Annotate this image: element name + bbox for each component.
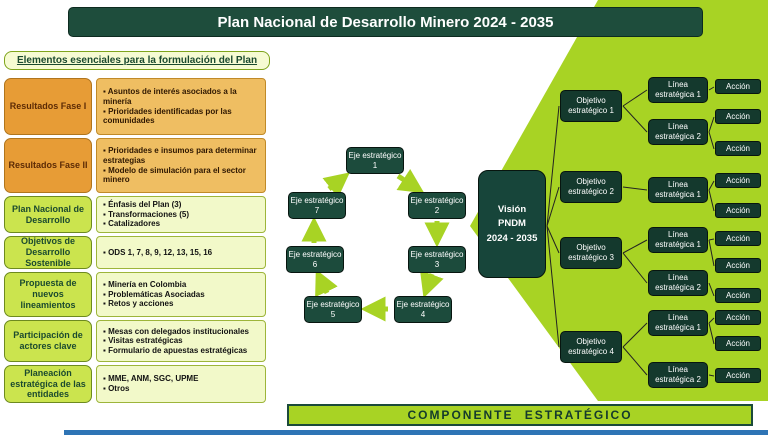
eje-estrategico-6: Eje estratégico 6 <box>286 246 344 273</box>
bullet-item: Retos y acciones <box>103 299 261 309</box>
vision-line-2: PNDM <box>498 218 526 230</box>
accion-box: Acción <box>715 109 761 124</box>
linea-estrategica-1-obj-3: Línea estratégica 1 <box>648 227 708 253</box>
label-propuesta-lineamientos: Propuesta de nuevos lineamientos <box>4 272 92 317</box>
accion-box: Acción <box>715 310 761 325</box>
objetivo-estrategico-1: Objetivo estratégico 1 <box>560 90 622 122</box>
label-resultados-fase-i: Resultados Fase I <box>4 78 92 135</box>
label-resultados-fase-ii: Resultados Fase II <box>4 138 92 193</box>
left-panel-heading: Elementos esenciales para la formulación… <box>4 51 270 70</box>
eje-estrategico-5: Eje estratégico 5 <box>304 296 362 323</box>
bullet-item: MME, ANM, SGC, UPME <box>103 374 261 384</box>
componente-estrategico-banner: COMPONENTE ESTRATÉGICO <box>287 404 753 426</box>
accion-box: Acción <box>715 368 761 383</box>
accion-box: Acción <box>715 336 761 351</box>
content-plan-nacional-desarrollo: Énfasis del Plan (3) Transformaciones (5… <box>96 196 266 233</box>
bullet-item: Prioridades e insumos para determinar es… <box>103 146 261 165</box>
eje-estrategico-4: Eje estratégico 4 <box>394 296 452 323</box>
linea-estrategica-1-obj-1: Línea estratégica 1 <box>648 77 708 103</box>
content-planeacion-entidades: MME, ANM, SGC, UPME Otros <box>96 365 266 403</box>
label-objetivos-desarrollo-sostenible: Objetivos de Desarrollo Sostenible <box>4 236 92 269</box>
bullet-item: Formulario de apuestas estratégicas <box>103 346 261 356</box>
cycle-arrows <box>301 168 450 322</box>
bullet-item: Asuntos de interés asociados a la minerí… <box>103 87 261 106</box>
accion-box: Acción <box>715 173 761 188</box>
arrow-eje1-eje2 <box>396 168 425 194</box>
content-resultados-fase-i: Asuntos de interés asociados a la minerí… <box>96 78 266 135</box>
accion-box: Acción <box>715 231 761 246</box>
objetivo-estrategico-2: Objetivo estratégico 2 <box>560 171 622 203</box>
accion-box: Acción <box>715 79 761 94</box>
bullet-item: Minería en Colombia <box>103 280 261 290</box>
objetivo-estrategico-4: Objetivo estratégico 4 <box>560 331 622 363</box>
bullet-item: Transformaciones (5) <box>103 210 261 220</box>
label-plan-nacional-desarrollo: Plan Nacional de Desarrollo <box>4 196 92 233</box>
linea-estrategica-2-obj-3: Línea estratégica 2 <box>648 270 708 296</box>
accion-box: Acción <box>715 141 761 156</box>
bullet-item: Visitas estratégicas <box>103 336 261 346</box>
eje-estrategico-3: Eje estratégico 3 <box>408 246 466 273</box>
bullet-item: Mesas con delegados institucionales <box>103 327 261 337</box>
bullet-item: Modelo de simulación para el sector mine… <box>103 166 261 185</box>
vision-line-1: Visión <box>497 203 527 215</box>
accion-box: Acción <box>715 203 761 218</box>
linea-estrategica-2-obj-1: Línea estratégica 2 <box>648 119 708 145</box>
connector-lines <box>546 86 715 377</box>
accion-box: Acción <box>715 288 761 303</box>
page-title: Plan Nacional de Desarrollo Minero 2024 … <box>68 7 703 37</box>
bullet-item: Énfasis del Plan (3) <box>103 200 261 210</box>
vision-pndm-box: Visión PNDM 2024 - 2035 <box>478 170 546 278</box>
bullet-item: Catalizadores <box>103 219 261 229</box>
eje-estrategico-1: Eje estratégico 1 <box>346 147 404 174</box>
eje-estrategico-2: Eje estratégico 2 <box>408 192 466 219</box>
bullet-item: ODS 1, 7, 8, 9, 12, 13, 15, 16 <box>103 248 261 258</box>
vision-line-3: 2024 - 2035 <box>486 232 538 244</box>
linea-estrategica-2-obj-4: Línea estratégica 2 <box>648 362 708 388</box>
arrow-eje3-eje4 <box>420 270 444 299</box>
bullet-item: Otros <box>103 384 261 394</box>
arrow-eje7-eje1 <box>322 172 350 198</box>
bullet-item: Prioridades identificadas por las comuni… <box>103 107 261 126</box>
linea-estrategica-1-obj-4: Línea estratégica 1 <box>648 310 708 336</box>
bottom-blue-bar <box>64 430 768 435</box>
linea-estrategica-1-obj-2: Línea estratégica 1 <box>648 177 708 203</box>
bullet-item: Problemáticas Asociadas <box>103 290 261 300</box>
content-propuesta-lineamientos: Minería en Colombia Problemáticas Asocia… <box>96 272 266 317</box>
eje-estrategico-7: Eje estratégico 7 <box>288 192 346 219</box>
label-planeacion-entidades: Planeación estratégica de las entidades <box>4 365 92 403</box>
arrow-eje5-eje6 <box>315 269 338 298</box>
content-objetivos-desarrollo-sostenible: ODS 1, 7, 8, 9, 12, 13, 15, 16 <box>96 236 266 269</box>
accion-box: Acción <box>715 258 761 273</box>
content-participacion-actores: Mesas con delegados institucionales Visi… <box>96 320 266 362</box>
objetivo-estrategico-3: Objetivo estratégico 3 <box>560 237 622 269</box>
label-participacion-actores: Participación de actores clave <box>4 320 92 362</box>
content-resultados-fase-ii: Prioridades e insumos para determinar es… <box>96 138 266 193</box>
